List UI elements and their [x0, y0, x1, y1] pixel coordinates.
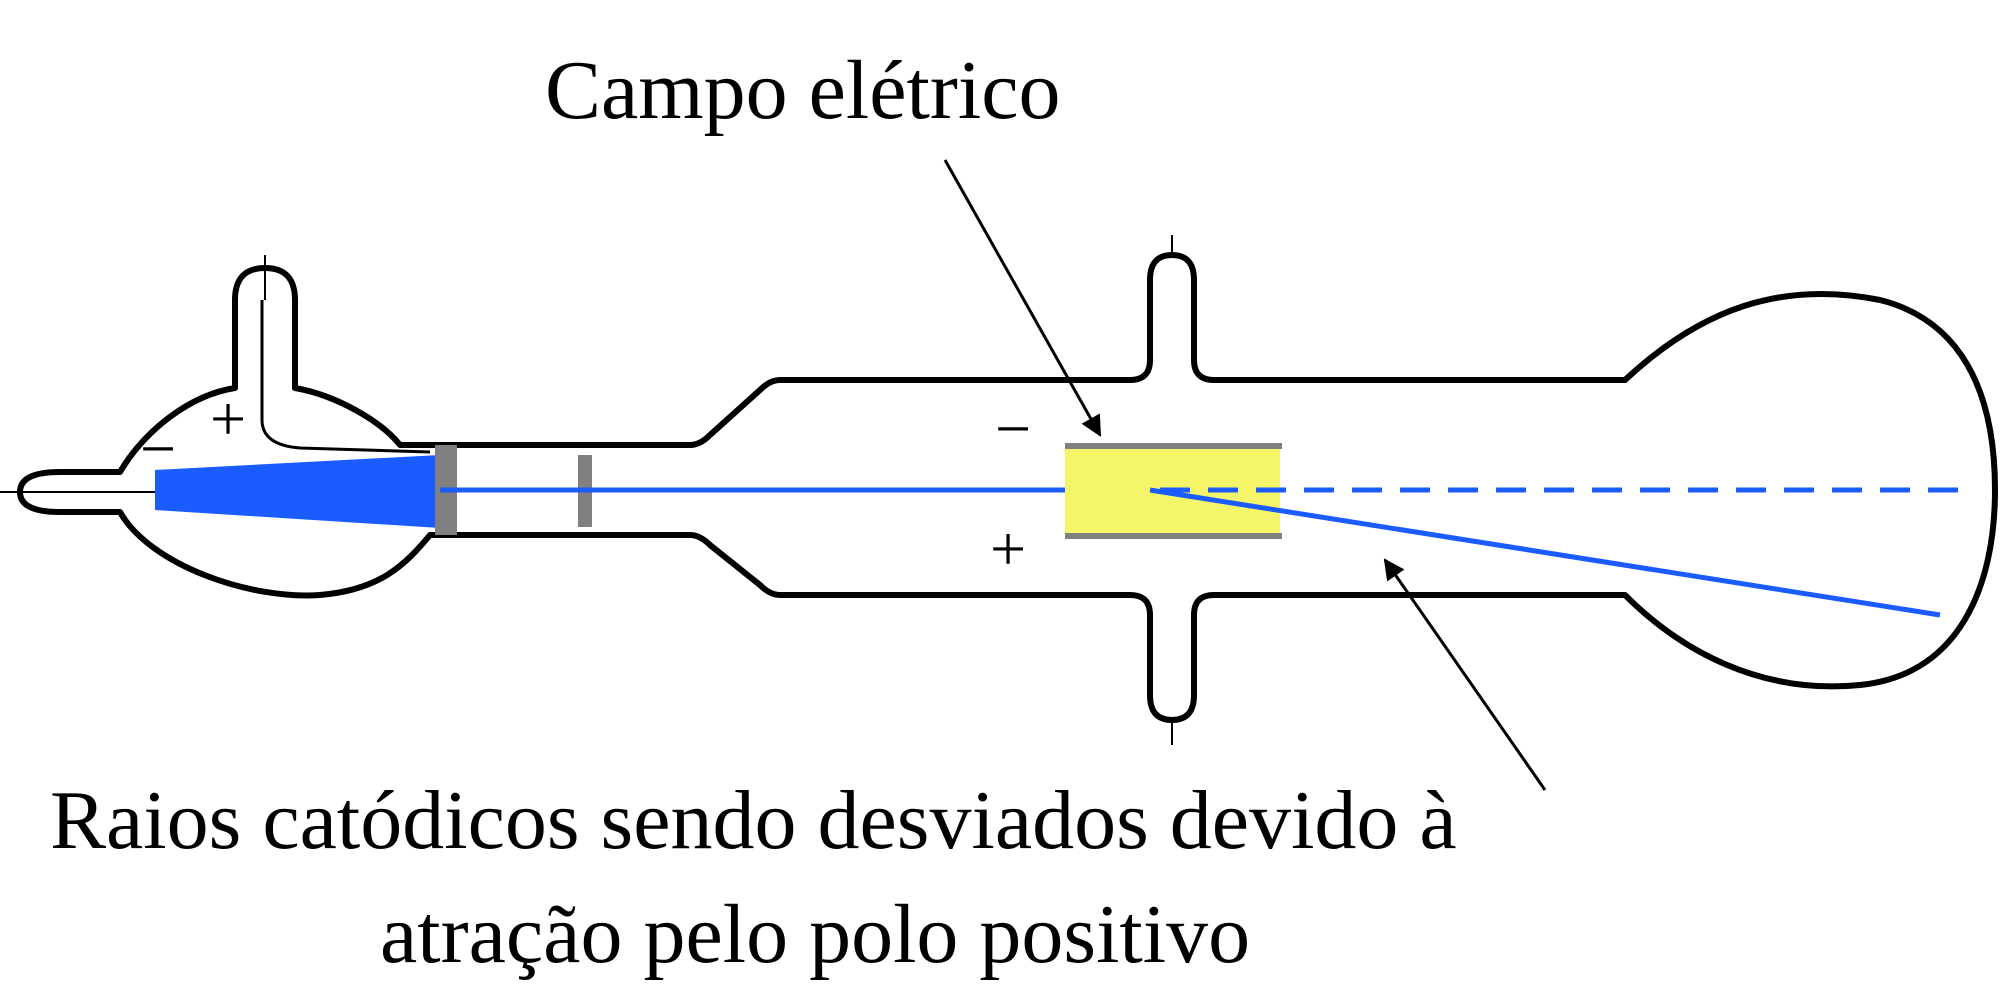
cathode-beam [155, 455, 440, 528]
plate-bottom-sign: + [990, 513, 1026, 584]
plate-top-sign: − [995, 393, 1031, 464]
deflected-beam [1149, 487, 1941, 618]
caption-line-1: Raios catódicos sendo desviados devido à [50, 774, 1457, 867]
field-arrow [943, 159, 1102, 437]
cathode-sign: − [140, 413, 176, 484]
deflection-arrow [1383, 558, 1547, 791]
caption-line-2: atração pelo polo positivo [380, 888, 1250, 981]
anode-sign: + [210, 383, 246, 454]
anode-lead [260, 300, 431, 454]
field-label: Campo elétrico [545, 44, 1060, 137]
